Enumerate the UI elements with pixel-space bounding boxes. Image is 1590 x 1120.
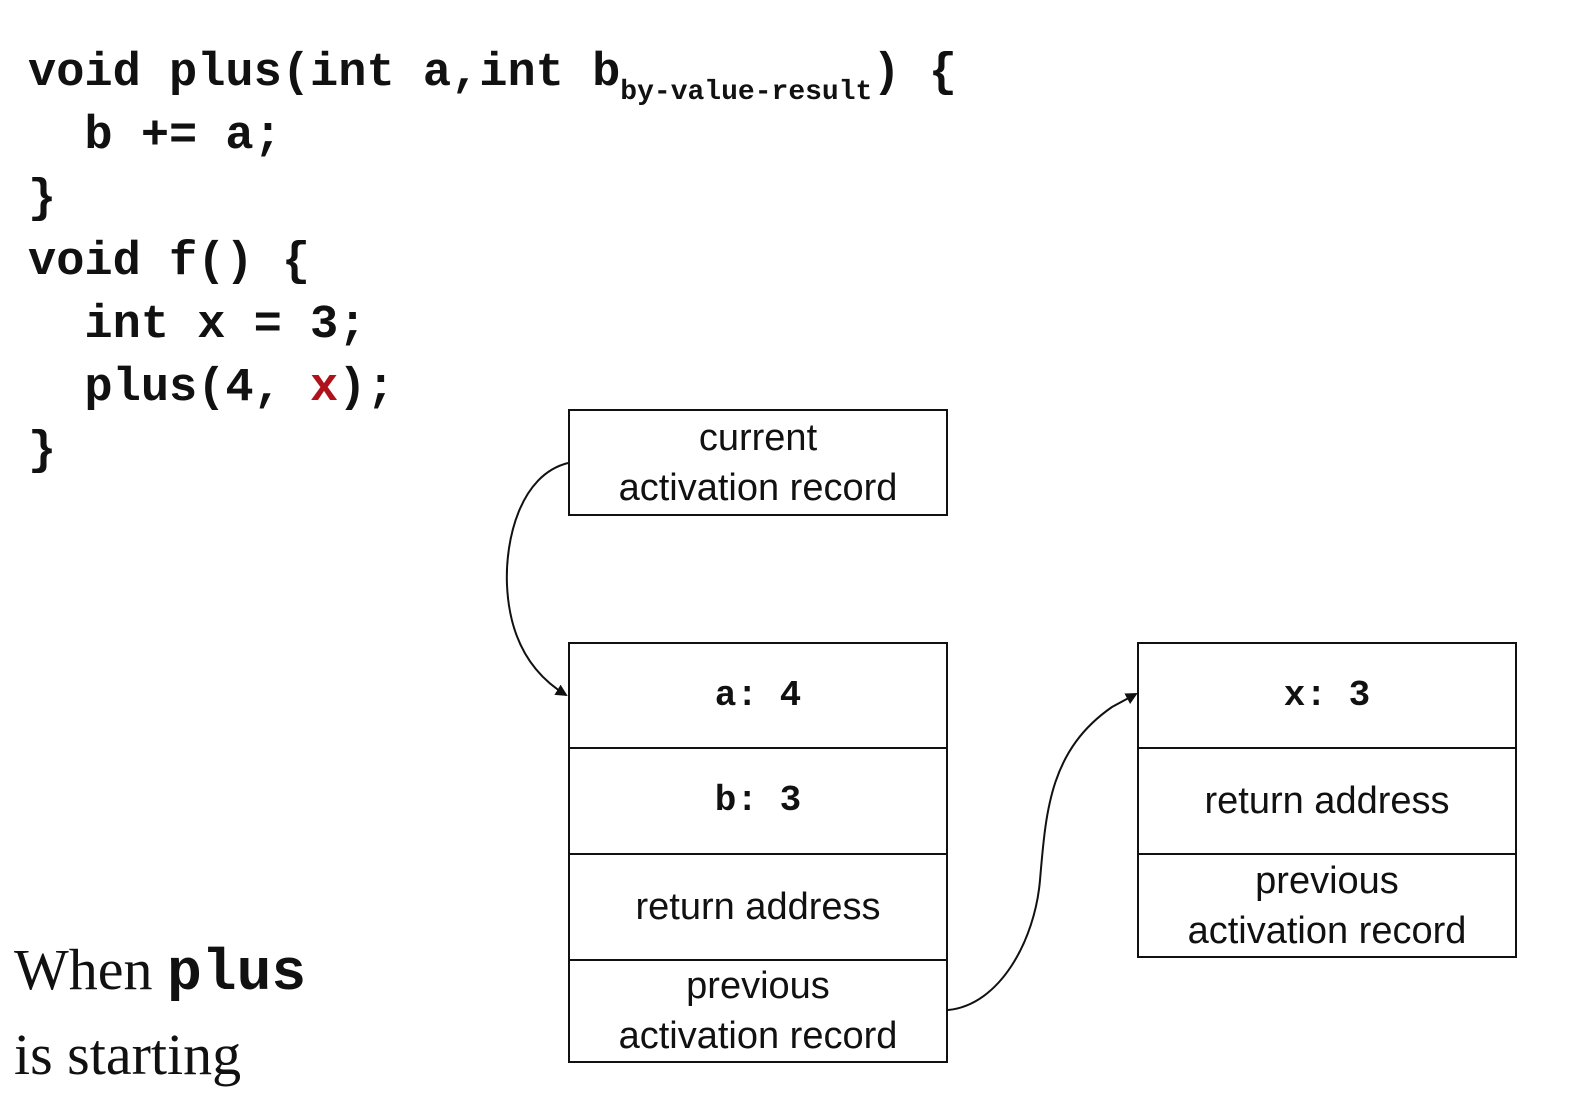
field-a: a: 4 — [570, 644, 946, 749]
code-line-4: void f() { — [28, 236, 311, 289]
field-previous-activation-record: previous activation record — [570, 961, 946, 1061]
previous-line-2: activation record — [1187, 909, 1467, 952]
caption: When plus is starting — [14, 930, 306, 1095]
previous-line-1: previous — [1255, 859, 1399, 902]
code-text: void plus(int a,int b — [28, 47, 621, 100]
current-activation-record-box: current activation record — [568, 409, 948, 516]
code-text: plus(4, — [28, 362, 311, 415]
code-line-2: b += a; — [28, 110, 282, 163]
code-subscript: by-value-result — [620, 77, 873, 108]
field-x: x: 3 — [1139, 644, 1515, 749]
code-listing: void plus(int a,int bby-value-result) { … — [28, 42, 957, 483]
code-line-5: int x = 3; — [28, 299, 367, 352]
plus-to-f-arrow — [947, 693, 1138, 1011]
previous-line-1: previous — [686, 965, 830, 1007]
field-return-address: return address — [570, 855, 946, 961]
code-line-3: } — [28, 173, 57, 226]
current-label-line-2: activation record — [618, 466, 898, 509]
current-label-line-1: current — [698, 416, 818, 459]
caption-line-1: When plus — [14, 930, 306, 1015]
highlighted-argument: x — [310, 362, 339, 415]
code-line-6: plus(4, x); — [28, 357, 957, 420]
code-line-1: void plus(int a,int bby-value-result) { — [28, 42, 957, 108]
caption-text: When — [14, 937, 167, 1002]
current-to-plus-arrow — [505, 462, 569, 697]
code-line-7: } — [28, 425, 57, 478]
previous-line-2: activation record — [618, 1015, 898, 1057]
field-previous-activation-record: previous activation record — [1139, 855, 1515, 956]
caption-line-2: is starting — [14, 1022, 242, 1087]
caption-function-name: plus — [167, 942, 307, 1007]
f-activation-record: x: 3 return address previous activation … — [1137, 642, 1517, 958]
code-text: ); — [338, 362, 395, 415]
current-label: current activation record — [570, 411, 946, 514]
plus-activation-record: a: 4 b: 3 return address previous activa… — [568, 642, 948, 1063]
field-return-address: return address — [1139, 749, 1515, 855]
field-b: b: 3 — [570, 749, 946, 855]
code-text: ) { — [872, 47, 957, 100]
